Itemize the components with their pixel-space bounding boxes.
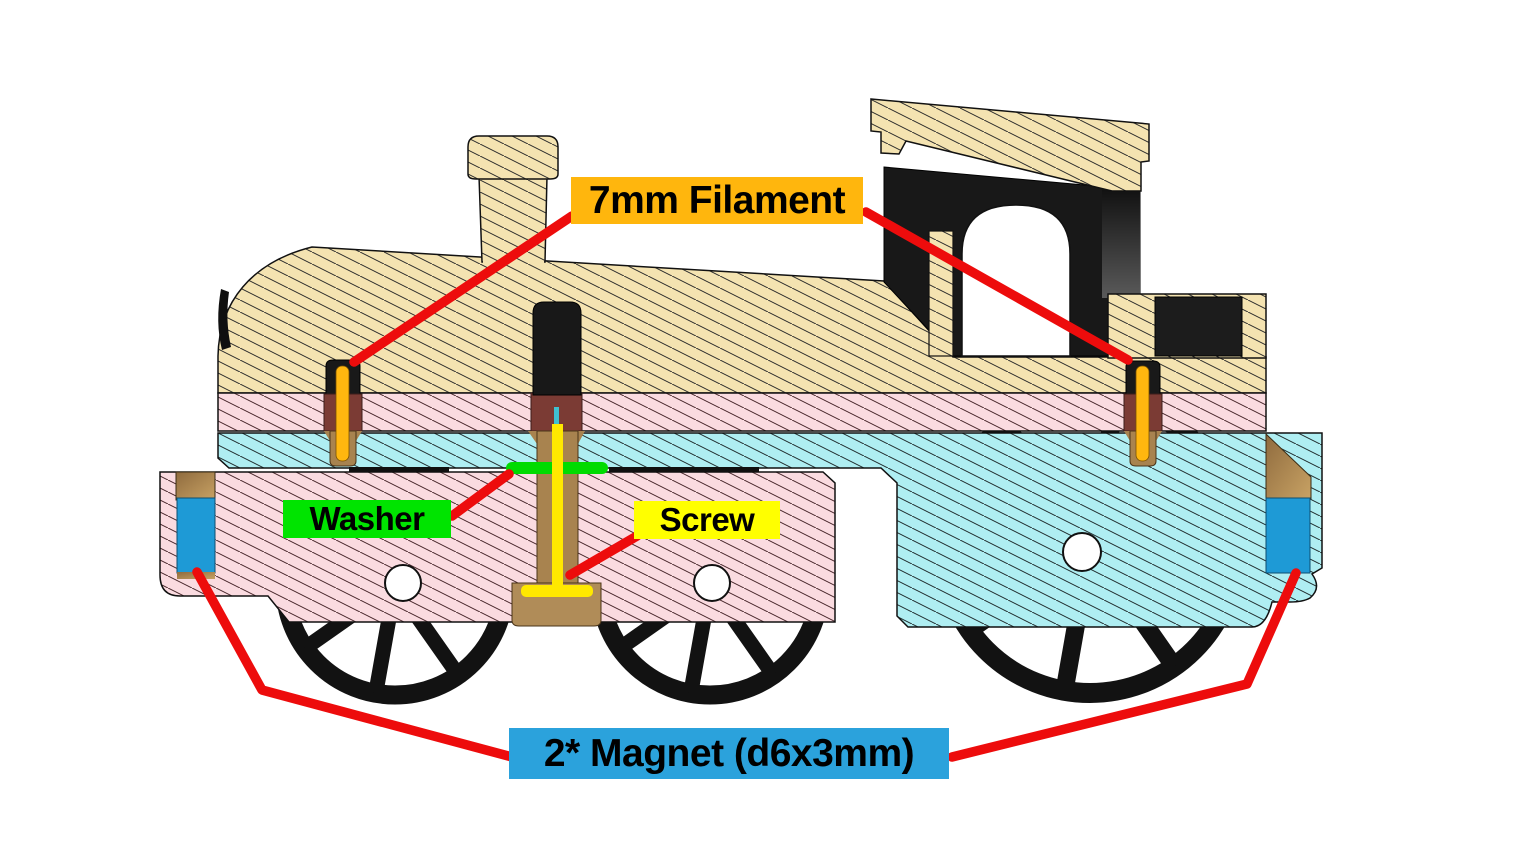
rear-magnet	[1265, 497, 1311, 574]
base-plate-cyan-section	[217, 432, 1323, 628]
chassis-hole-front	[384, 564, 422, 602]
chassis-pink-section	[159, 471, 836, 623]
front-filament-pin	[323, 359, 363, 467]
bunker-interior	[1154, 296, 1243, 357]
rear-filament-pin	[1123, 360, 1163, 467]
screw-boss-assembly	[506, 301, 608, 627]
chimney-cap	[467, 135, 559, 180]
screw-callout-label: Screw	[634, 501, 780, 539]
wheel-top-gap-middle	[609, 467, 759, 473]
cab-roof	[870, 98, 1150, 192]
leader-filament-front	[349, 211, 577, 367]
wheel-top-gap-front	[349, 467, 449, 473]
leader-screw	[565, 531, 642, 580]
leader-washer	[447, 469, 514, 521]
leader-filament-rear	[861, 207, 1133, 365]
cab-doorway-arch	[961, 204, 1071, 357]
tender-lightening-hole	[1062, 532, 1102, 572]
washer-callout-label: Washer	[283, 500, 451, 538]
leader-magnet-rear	[947, 568, 1301, 762]
rear-magnet-socket	[1265, 432, 1312, 500]
smokebox-front-edge	[218, 289, 231, 350]
front-magnet	[176, 497, 216, 574]
chimney-stack	[478, 175, 548, 263]
magnet-callout-label: 2* Magnet (d6x3mm)	[509, 728, 949, 779]
cab-rear-shaded-column	[1102, 190, 1140, 298]
mid-plate-pink-layer	[217, 392, 1267, 432]
filament-piece-front	[335, 365, 350, 462]
filament-piece-rear	[1135, 365, 1150, 462]
leader-lines	[192, 207, 1301, 762]
screw-head	[521, 585, 593, 597]
chassis-hole-rear	[693, 564, 731, 602]
leader-magnet-front	[192, 567, 517, 762]
filament-callout-label: 7mm Filament	[571, 177, 863, 224]
pilot-hole-mark	[554, 407, 559, 428]
screw-shaft	[552, 424, 563, 592]
screw-cap-plug	[532, 301, 582, 396]
front-magnet-socket	[175, 471, 216, 501]
